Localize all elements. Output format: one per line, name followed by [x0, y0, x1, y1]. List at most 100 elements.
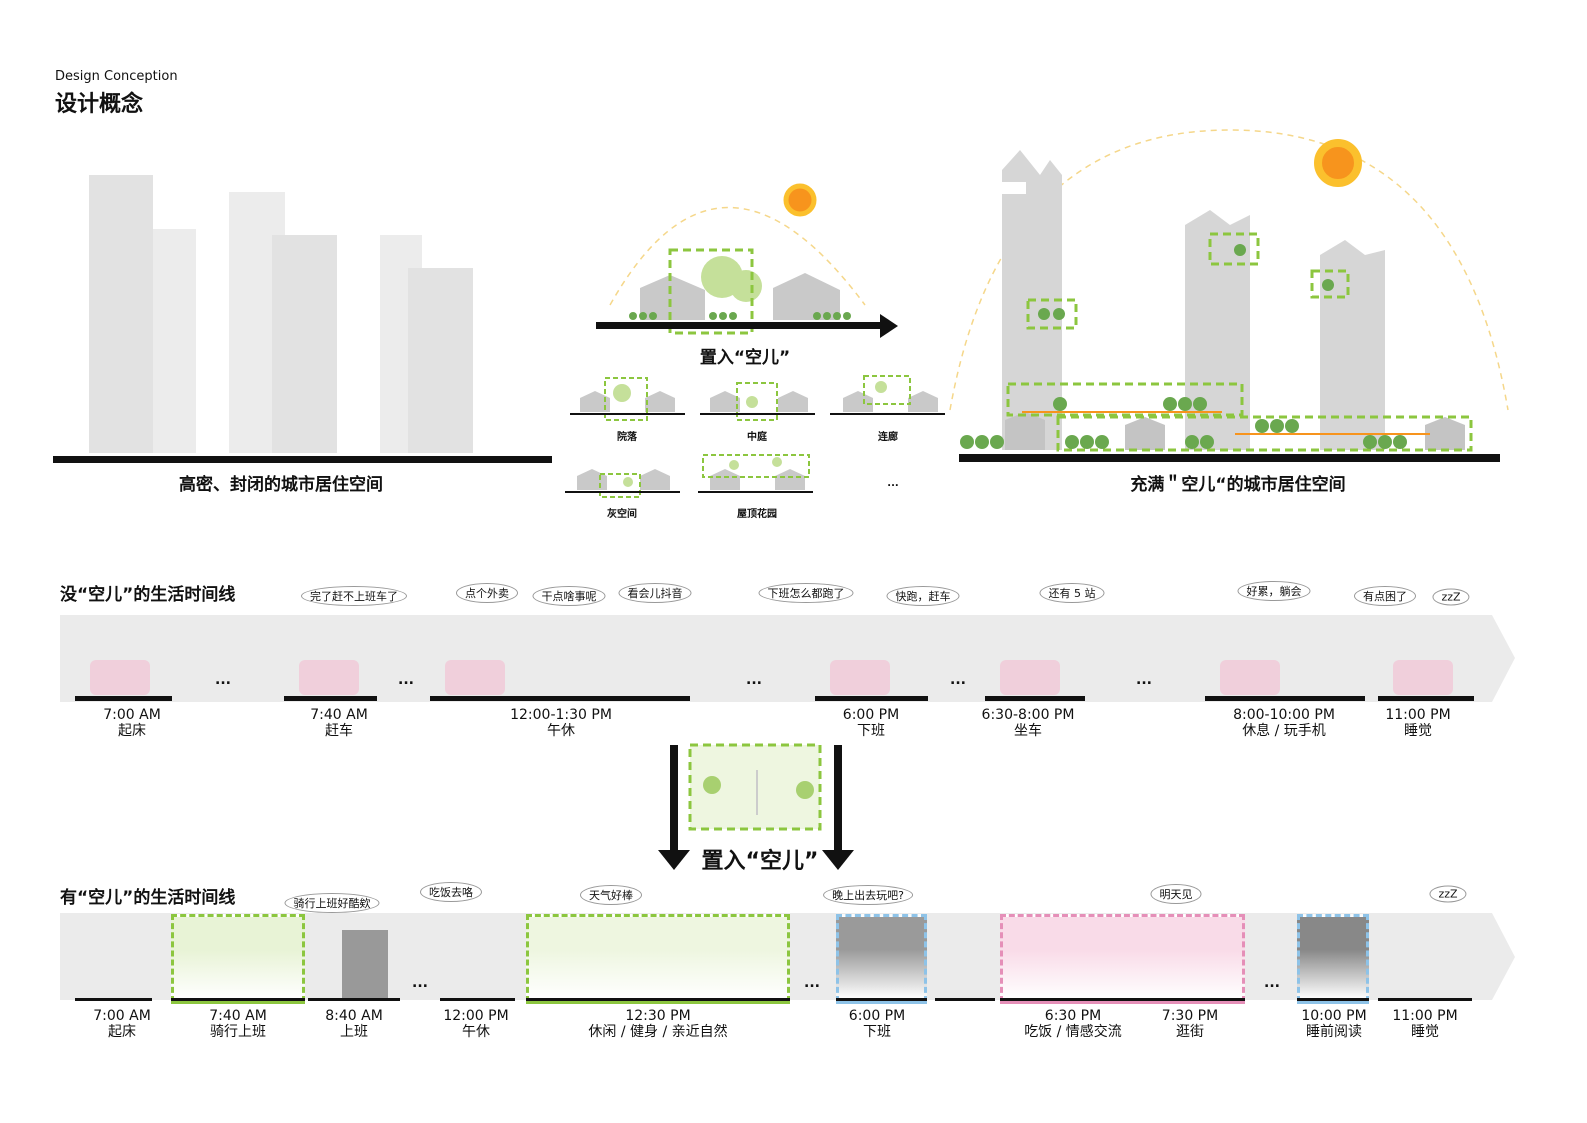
thought-bubble: zzZ: [1432, 588, 1470, 606]
insert-label: 置入“空儿”: [701, 849, 819, 874]
timeline-base-line: [284, 696, 377, 701]
activity-figure: [1220, 660, 1280, 695]
timeline-base-line: [815, 696, 928, 701]
timeline-activity: 逛街: [1176, 1024, 1204, 1040]
thought-bubble: 快跑，赶车: [886, 586, 960, 606]
timeline-activity: 上班: [340, 1024, 368, 1040]
timeline-time: 8:00-10:00 PM: [1233, 707, 1335, 723]
activity-figure: [1000, 660, 1060, 695]
timeline-base-line: [430, 696, 690, 701]
timeline-base-line: [1205, 696, 1365, 701]
timeline-base-line: [985, 696, 1085, 701]
arrow-icon: [880, 314, 898, 338]
timeline-activity: 下班: [857, 723, 885, 739]
ellipsis: ...: [746, 672, 762, 688]
box-base: [836, 998, 927, 1004]
right-caption: 充满＂空儿“的城市居住空间: [1130, 475, 1346, 495]
timeline-base-line: [75, 998, 152, 1001]
ellipsis: ...: [950, 672, 966, 688]
timeline-time: 7:40 AM: [310, 707, 368, 723]
type-atrium: 中庭: [747, 432, 767, 443]
type-roof-garden: 屋顶花园: [737, 509, 777, 520]
timeline-activity: 赶车: [325, 723, 353, 739]
type-courtyard: 院落: [617, 432, 637, 443]
thought-bubble: 下班怎么都跑了: [758, 583, 854, 603]
timeline-base-line: [836, 998, 927, 1001]
timeline-base-line: [75, 696, 172, 701]
timeline-time: 6:00 PM: [842, 707, 900, 723]
timeline-activity: 睡前阅读: [1306, 1024, 1362, 1040]
timeline-base-line: [440, 998, 515, 1001]
thought-bubble: 还有 5 站: [1039, 583, 1105, 603]
ellipsis: ...: [398, 672, 414, 688]
timeline-activity: 坐车: [1014, 723, 1042, 739]
dense-buildings: [89, 175, 473, 453]
left-caption: 高密、封闭的城市居住空间: [179, 475, 383, 495]
middle-caption: 置入“空儿”: [699, 348, 791, 368]
subtitle: Design Conception: [55, 69, 178, 84]
ellipsis: ...: [412, 975, 428, 991]
timeline-time: 7:00 AM: [93, 1008, 151, 1024]
page-title: 设计概念: [55, 92, 144, 117]
door-icon: [342, 930, 388, 998]
type-grey-space: 灰空间: [607, 509, 637, 520]
timeline-activity: 休闲 / 健身 / 亲近自然: [588, 1024, 728, 1040]
timeline-time: 6:30-8:00 PM: [981, 707, 1075, 723]
timeline-activity: 吃饭 / 情感交流: [1024, 1024, 1122, 1040]
thought-bubble: 吃饭去咯: [420, 882, 482, 902]
thought-bubble: 干点啥事呢: [532, 586, 606, 606]
sun-icon: [783, 183, 817, 217]
type-more: ...: [887, 478, 899, 489]
timeline-activity: 骑行上班: [210, 1024, 266, 1040]
type-corridor: 连廊: [878, 432, 898, 443]
ellipsis: ...: [804, 975, 820, 991]
activity-figure: [299, 660, 359, 695]
timeline-activity: 休息 / 玩手机: [1242, 723, 1326, 739]
activity-figure: [830, 660, 890, 695]
timeline-base-line: [1378, 696, 1474, 701]
ellipsis: ...: [215, 672, 231, 688]
timeline-time: 8:40 AM: [325, 1008, 383, 1024]
thought-bubble: 看会儿抖音: [618, 583, 692, 603]
timeline-activity: 午休: [547, 723, 575, 739]
thought-bubble: 天气好棒: [580, 885, 642, 905]
timeline-time: 11:00 PM: [1385, 707, 1451, 723]
thought-bubble: 点个外卖: [456, 583, 518, 603]
timeline-time: 6:00 PM: [848, 1008, 906, 1024]
activity-figure: [445, 660, 505, 695]
highlight-box: [526, 914, 790, 1002]
timeline-without-title: 没“空儿”的生活时间线: [60, 585, 236, 605]
timeline-activity: 起床: [108, 1024, 136, 1040]
timeline-time: 7:30 PM: [1161, 1008, 1219, 1024]
timeline-with-title: 有“空儿”的生活时间线: [60, 888, 236, 908]
thought-bubble: 骑行上班好酷欸: [284, 893, 380, 913]
highlight-box: [1000, 914, 1245, 1002]
timeline-base-line: [935, 998, 995, 1001]
activity-figure: [90, 660, 150, 695]
ellipsis: ...: [1264, 975, 1280, 991]
timeline-time: 12:00-1:30 PM: [510, 707, 612, 723]
highlight-box: [171, 914, 305, 1002]
timeline-time: 6:30 PM: [1044, 1008, 1102, 1024]
box-base: [1297, 998, 1369, 1004]
thought-bubble: 好累，躺会: [1237, 581, 1311, 601]
thought-bubble: 晚上出去玩吧?: [823, 885, 913, 905]
timeline-activity: 下班: [863, 1024, 891, 1040]
timeline-time: 10:00 PM: [1301, 1008, 1367, 1024]
ellipsis: ...: [1136, 672, 1152, 688]
box-base: [1000, 998, 1245, 1004]
box-base: [171, 998, 305, 1004]
timeline-time: 11:00 PM: [1392, 1008, 1458, 1024]
highlight-box: [1297, 914, 1369, 1002]
timeline-activity: 睡觉: [1404, 723, 1432, 739]
timeline-time: 12:30 PM: [625, 1008, 691, 1024]
timeline-base-line: [171, 998, 305, 1001]
timeline-base-line: [308, 998, 400, 1001]
activity-figure: [1393, 660, 1453, 695]
thought-bubble: 完了赶不上班车了: [301, 586, 407, 606]
highlight-box: [836, 914, 927, 1002]
timeline-time: 12:00 PM: [443, 1008, 509, 1024]
thought-bubble: 有点困了: [1354, 586, 1416, 606]
timeline-activity: 睡觉: [1411, 1024, 1439, 1040]
timeline-activity: 起床: [118, 723, 146, 739]
